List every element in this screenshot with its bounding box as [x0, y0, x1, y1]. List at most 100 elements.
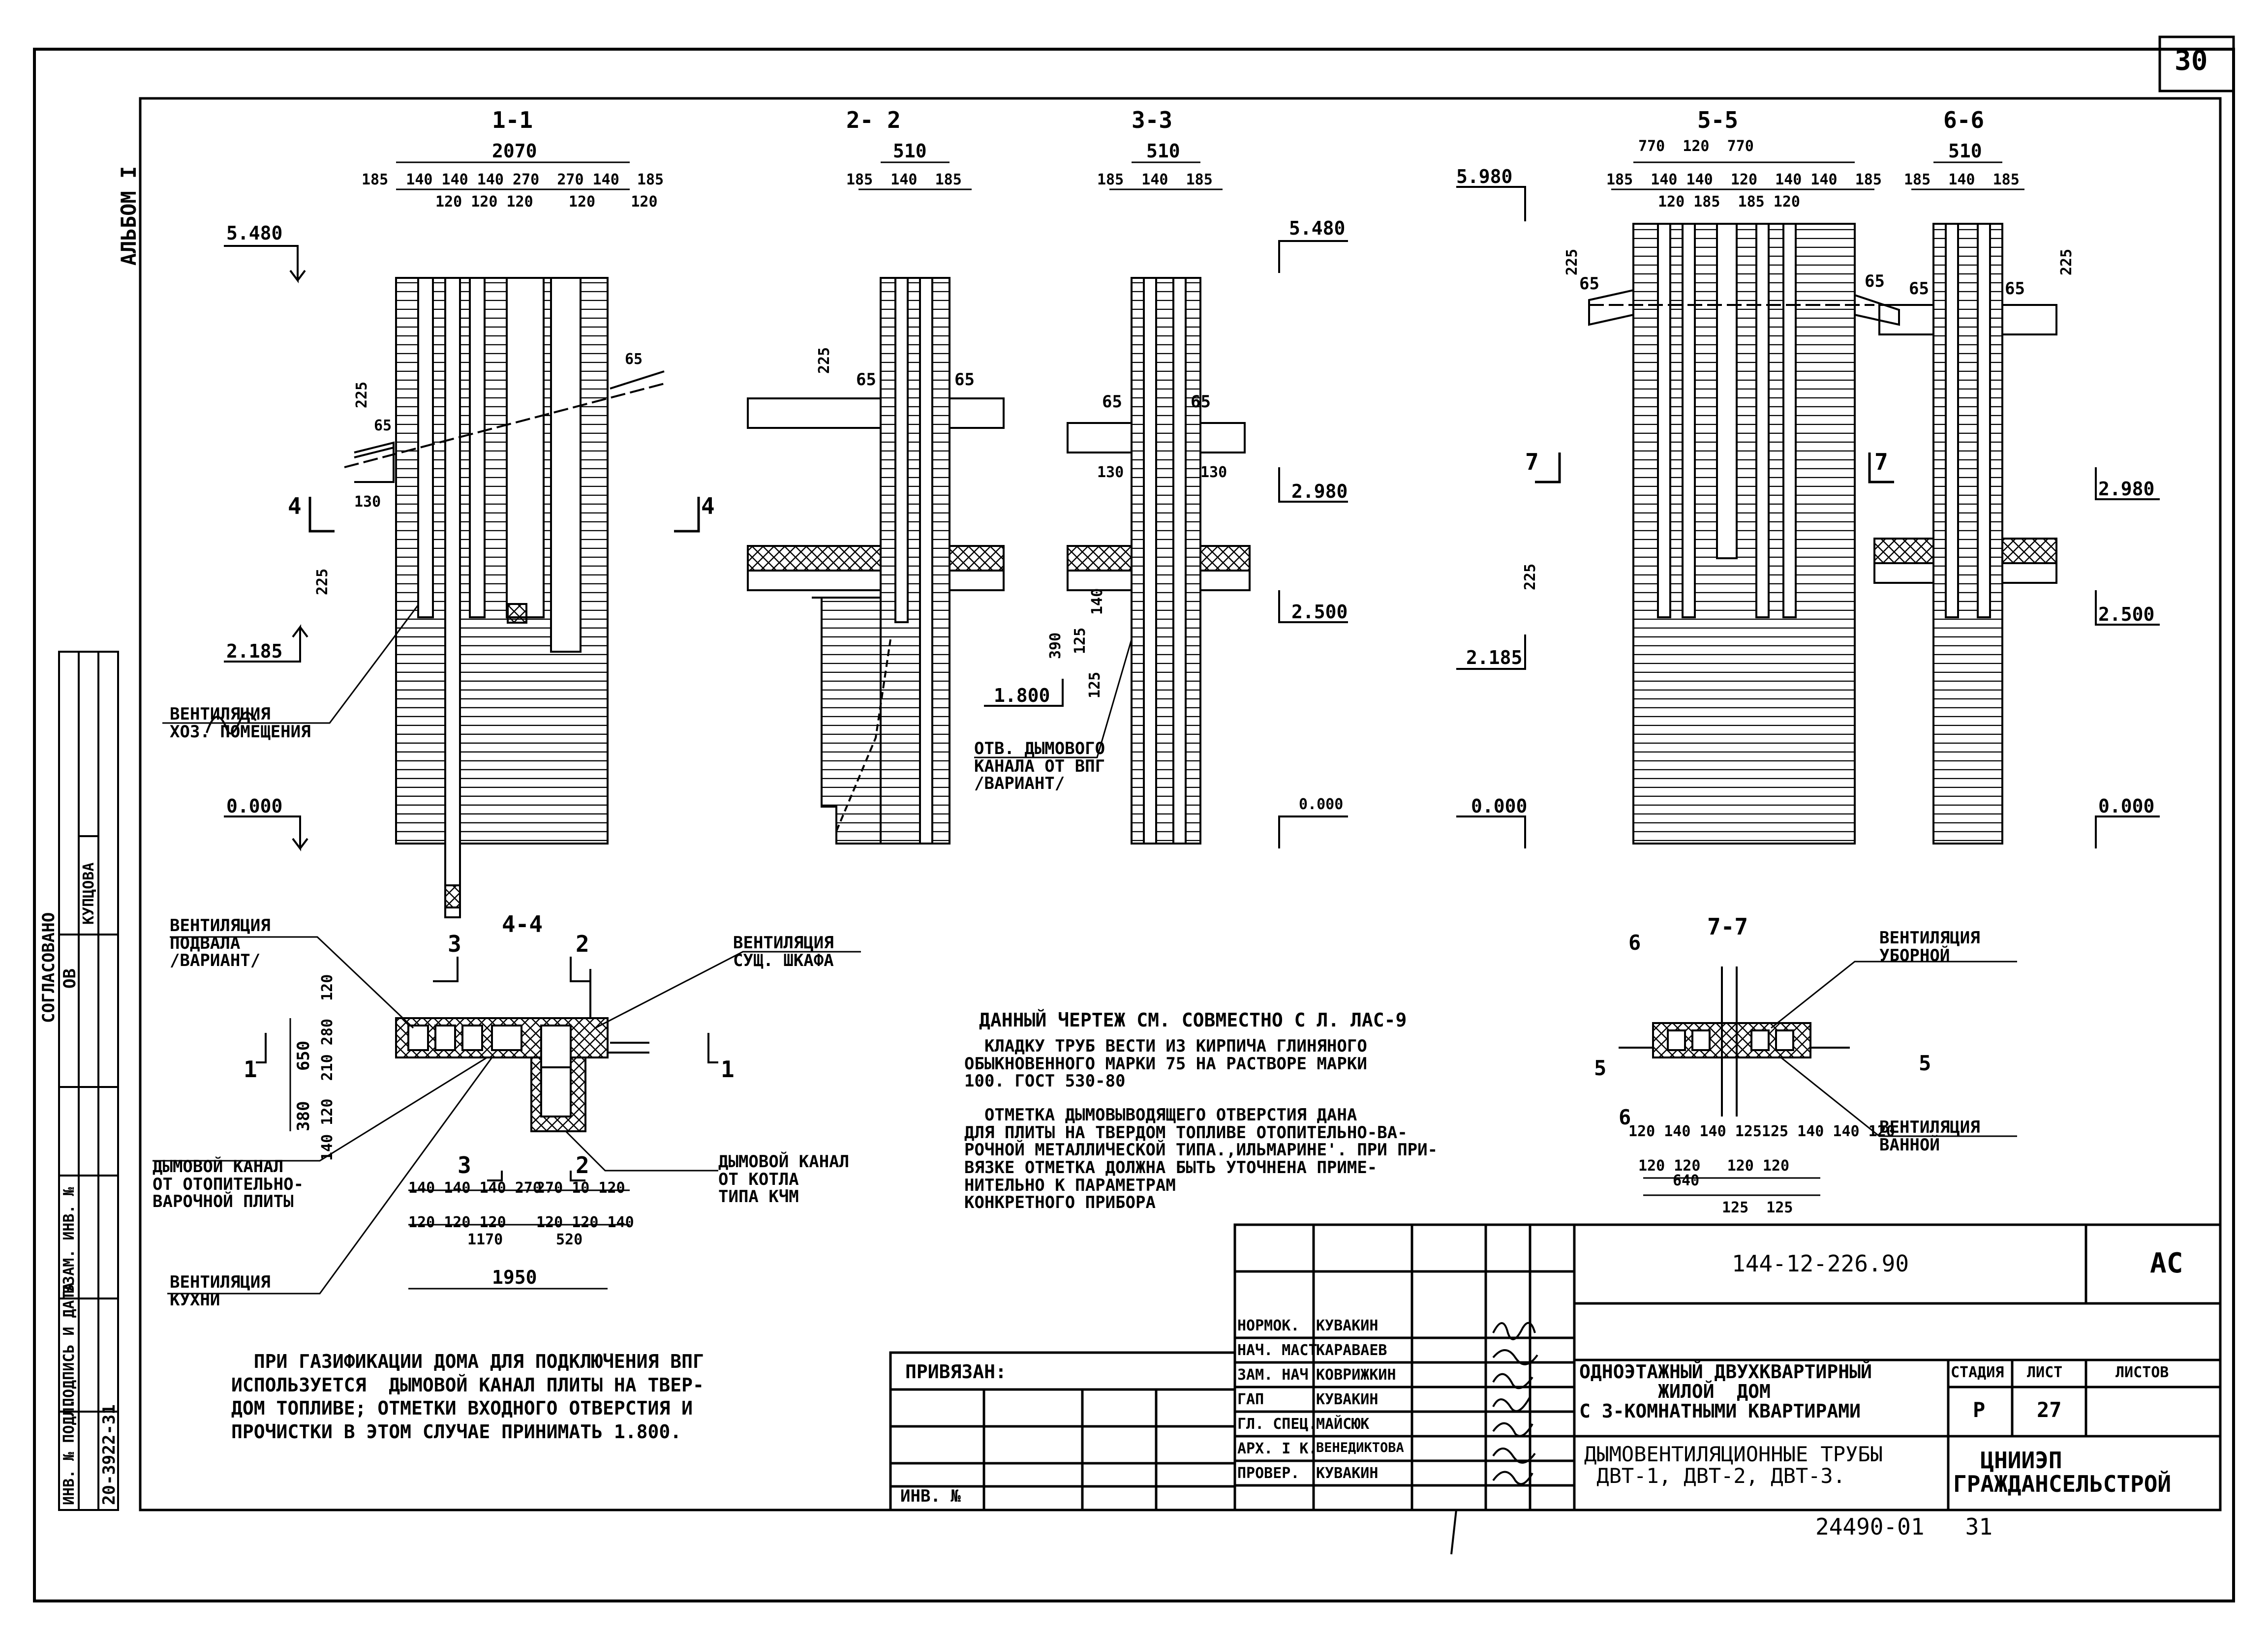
dim-130-c: 130: [1200, 464, 1227, 481]
cut-7-left: 7: [1525, 449, 1539, 475]
dim-65-d: 65: [954, 370, 975, 390]
name-6: КУВАКИН: [1316, 1465, 1379, 1482]
plan44-hsub2: 120 120 140: [536, 1214, 634, 1231]
side-soglasovano: СОГЛАСОВАНО: [39, 912, 59, 1023]
dim-510-c: 510: [1948, 140, 1982, 162]
note-3: ОТМЕТКА ДЫМОВЫВОДЯЩЕГО ОТВЕРСТИЯ ДАНА ДЛ…: [964, 1105, 1438, 1213]
section-title-5-5: 5-5: [1697, 107, 1739, 133]
cut-4-left: 4: [288, 493, 302, 519]
plan-title-4-4: 4-4: [502, 911, 543, 937]
dim-65-e: 65: [1102, 392, 1122, 412]
role-4: ГЛ. СПЕЦ.: [1237, 1416, 1318, 1433]
inv-label: ИНВ. №: [900, 1486, 961, 1506]
cut-5-right: 5: [1919, 1051, 1931, 1075]
section-title-6-6: 6-6: [1943, 107, 1985, 133]
mark-2980-a: 2.980: [1291, 481, 1348, 502]
mark-5980: 5.980: [1456, 166, 1513, 187]
dims-1-1-top: 185 140 140 140 270 270 140 185: [362, 171, 664, 188]
album-label: АЛЬБОМ I: [117, 166, 141, 266]
dim-65-g: 65: [1579, 274, 1599, 294]
plan44-520: 520: [556, 1231, 583, 1248]
label-vent-vannoi: ВЕНТИЛЯЦИЯ ВАННОЙ: [1879, 1117, 1980, 1155]
plan44-hdims1: 140 140 140 270: [408, 1179, 542, 1197]
name-0: КУВАКИН: [1316, 1317, 1379, 1334]
label-dym-plity: ДЫМОВОЙ КАНАЛ ОТ ОТОПИТЕЛЬНО- ВАРОЧНОЙ П…: [153, 1157, 304, 1212]
side-podpis: ПОДПИСЬ И ДАТА: [61, 1282, 78, 1407]
mark-0000-a: 0.000: [226, 795, 283, 817]
label-vent-kuhni: ВЕНТИЛЯЦИЯ КУХНИ: [170, 1272, 271, 1310]
sheets-header: ЛИСТОВ: [2115, 1364, 2169, 1381]
role-1: НАЧ. МАСТ: [1237, 1342, 1318, 1359]
side-vzam: ВЗАМ. ИНВ. №: [61, 1187, 78, 1294]
section-title-2-2: 2- 2: [846, 107, 901, 133]
section-title-1-1: 1-1: [492, 107, 533, 133]
side-inv-num: 20-3922-31: [99, 1404, 119, 1505]
dims-5-5-bottom: 120 185 185 120: [1658, 193, 1800, 211]
mark-2500-b: 2.500: [2098, 604, 2155, 625]
dim-510-a: 510: [893, 140, 927, 162]
note-1: ДАННЫЙ ЧЕРТЕЖ СМ. СОВМЕСТНО С Л. ЛАС-9: [979, 1009, 1407, 1031]
dim-125-a: 125: [1072, 627, 1089, 654]
dimension-lines: [396, 161, 2024, 190]
dims-1-1-bottom: 120 120 120 120 120: [435, 193, 658, 211]
role-0: НОРМОК.: [1237, 1317, 1300, 1334]
doc-code: 144-12-226.90: [1732, 1250, 1909, 1277]
dim-65-h: 65: [1865, 272, 1885, 291]
cut-6-top: 6: [1628, 931, 1641, 955]
role-3: ГАП: [1237, 1391, 1264, 1408]
stage-value: Р: [1973, 1398, 1986, 1422]
dim-390: 390: [1047, 632, 1064, 659]
cut-markers: [308, 453, 1894, 533]
mark-0000-b: 0.000: [1299, 796, 1344, 813]
dim-225-d: 225: [1563, 248, 1581, 275]
side-kuptsova: КУПЦОВА: [80, 862, 97, 925]
name-5: ВЕНЕДИКТОВА: [1316, 1440, 1404, 1455]
plan44-1950: 1950: [492, 1267, 537, 1288]
label-vent-hoz: ВЕНТИЛЯЦИЯ ХОЗ. ПОМЕЩЕНИЯ: [170, 704, 311, 742]
dim-65-j: 65: [2005, 279, 2025, 299]
label-otv-dym: ОТВ. ДЫМОВОГО КАНАЛА ОТ ВПГ /ВАРИАНТ/: [974, 739, 1105, 794]
cut-3-top: 3: [448, 931, 461, 957]
bottom-code: 24490-01 31: [1815, 1513, 1993, 1540]
cut-2-top: 2: [576, 931, 589, 957]
stage-header: СТАДИЯ: [1951, 1364, 2004, 1381]
plan-7-7: [1619, 966, 1850, 1196]
sheet-header: ЛИСТ: [2027, 1364, 2063, 1381]
side-stamp: [58, 651, 119, 1511]
note-2: КЛАДКУ ТРУБ ВЕСТИ ИЗ КИРПИЧА ГЛИНЯНОГО О…: [964, 1036, 1367, 1091]
cut-5-left: 5: [1594, 1056, 1607, 1080]
name-2: КОВРИЖКИН: [1316, 1366, 1396, 1384]
section-1-1: [344, 277, 665, 918]
plan44-vdims2: 140 120 210 280 120: [319, 974, 336, 1161]
dim-130-b: 130: [1097, 464, 1124, 481]
section-5-5: [1588, 223, 1900, 845]
label-vent-podvala: ВЕНТИЛЯЦИЯ ПОДВАЛА /ВАРИАНТ/: [170, 916, 271, 971]
sheet-value: 27: [2037, 1398, 2062, 1422]
plan77-sub: 120 120 120 120: [1638, 1157, 1790, 1175]
plan44-vdims: 380 650: [294, 1040, 313, 1131]
mark-5480: 5.480: [226, 222, 283, 244]
cut-4-right: 4: [701, 493, 715, 519]
mark-0000-d: 0.000: [2098, 795, 2155, 817]
dims-5-5-groups: 770 120 770: [1638, 138, 1754, 155]
mark-2185-a: 2.185: [226, 640, 283, 662]
plan44-hdims2: 270 10 120: [536, 1179, 625, 1197]
plan44-hsub1: 120 120 120: [408, 1214, 506, 1231]
plan77-dims: 120 140 140 125125 140 140 120: [1628, 1123, 1895, 1140]
level-marks: [224, 186, 2160, 851]
label-vent-ubornoi: ВЕНТИЛЯЦИЯ УБОРНОЙ: [1879, 928, 1980, 966]
plan77-640: 640: [1673, 1172, 1700, 1189]
project-name: ОДНОЭТАЖНЫЙ ДВУХКВАРТИРНЫЙ ЖИЛОЙ ДОМ С 3…: [1579, 1361, 1872, 1422]
label-vent-shkafa: ВЕНТИЛЯЦИЯ СУЩ. ШКАФА: [733, 933, 834, 970]
dim-2070: 2070: [492, 140, 537, 162]
cut-1-right: 1: [721, 1056, 735, 1083]
cut-1-left: 1: [244, 1056, 257, 1083]
org-name: ЦНИИЭП ГРАЖДАНСЕЛЬСТРОЙ: [1953, 1447, 2172, 1498]
dim-225-b: 225: [314, 568, 331, 595]
dim-65-a: 65: [374, 417, 392, 434]
sheet-number: 30: [2175, 45, 2208, 77]
dims-5-5: 185 140 140 120 140 140 185: [1606, 171, 1882, 188]
plan-4-4: [256, 957, 718, 1290]
section-6-6: [1873, 223, 2057, 845]
section-3-3: [1067, 277, 1251, 845]
